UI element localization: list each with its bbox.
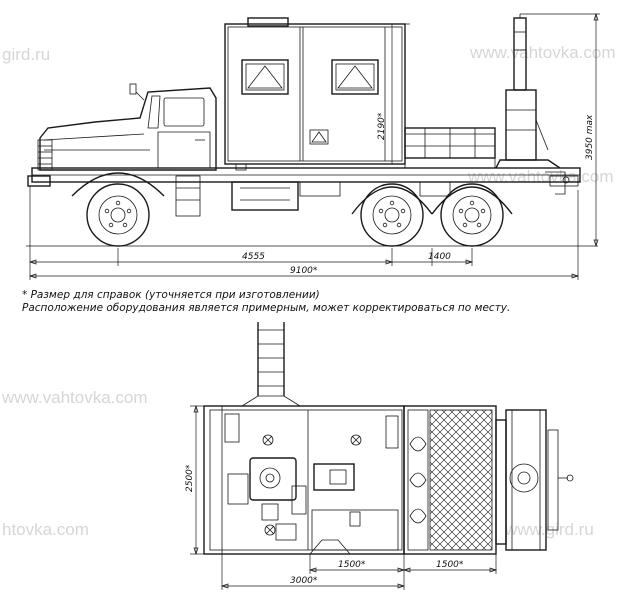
equipment-right (309, 415, 399, 555)
dim-3000: 3000* (290, 576, 318, 586)
plan-rear-platform (403, 405, 497, 555)
watermark-mid-right: www.vahtovka.com (467, 167, 614, 186)
dim-2500: 2500* (185, 464, 195, 492)
equipment-left (224, 413, 307, 541)
dimension-lines-side (28, 12, 600, 280)
dim-3950-max: 3950 max (585, 114, 595, 160)
watermark-top-right: www.vahtovka.com (469, 43, 616, 62)
rear-wheel-2 (431, 183, 513, 247)
dim-4555: 4555 (242, 252, 265, 262)
rear-wheel-1 (351, 183, 433, 247)
chassis-frame (31, 167, 581, 211)
watermark-mid-left: www.vahtovka.com (1, 388, 148, 407)
note-reference-size: * Размер для справок (уточняется при изг… (22, 289, 320, 301)
crane (495, 14, 570, 195)
window-left (241, 59, 289, 95)
watermark-bottom-right: www.gird.ru (504, 520, 594, 539)
rear-platform (404, 127, 496, 168)
ladder (241, 322, 301, 407)
dimension-lines-plan (190, 404, 498, 590)
dim-1500-b: 1500* (436, 560, 464, 570)
note-equipment-layout: Расположение оборудования является приме… (22, 302, 511, 314)
watermark-bottom-left: htovka.com (2, 520, 89, 539)
plan-view: 2500* 1500* 1500* 3000* (185, 322, 574, 590)
plan-crane (495, 409, 574, 551)
side-view: 4555 1400 9100* 2190* 3950 max (26, 12, 600, 280)
dim-9100: 9100* (290, 266, 318, 276)
window-right (331, 59, 379, 95)
dim-1500-a: 1500* (338, 560, 366, 570)
watermark-top-left: gird.ru (2, 45, 50, 64)
dim-2190: 2190* (377, 112, 387, 140)
front-wheel (86, 183, 150, 247)
shelter-body (224, 17, 406, 171)
dim-1400: 1400 (428, 252, 451, 262)
body-outline (203, 405, 405, 555)
truck-cab (27, 83, 217, 217)
